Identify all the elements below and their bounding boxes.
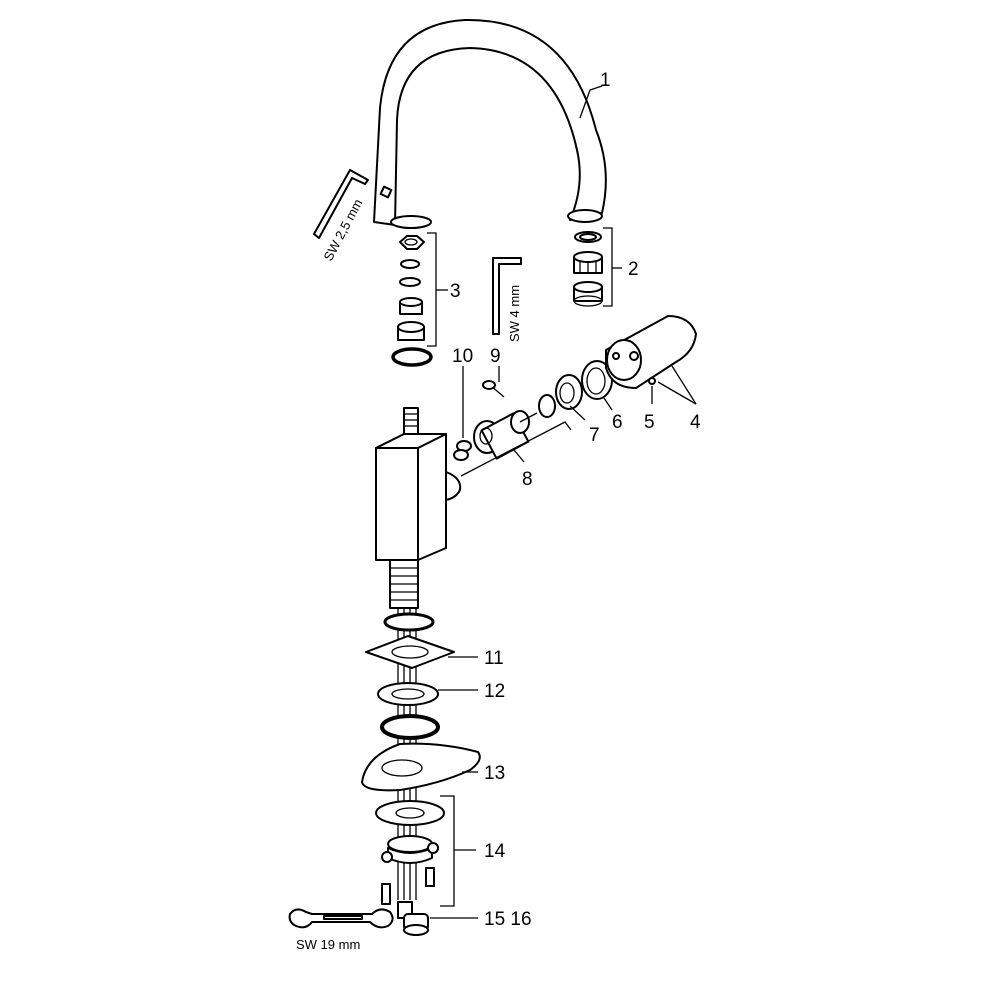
label-6: 6 bbox=[612, 412, 623, 433]
label-11: 11 bbox=[484, 648, 504, 669]
hex-key-large-icon bbox=[492, 257, 522, 335]
label-8: 8 bbox=[522, 469, 533, 490]
label-14: 14 bbox=[484, 841, 506, 862]
label-10: 10 bbox=[452, 346, 473, 367]
label-5: 5 bbox=[644, 412, 655, 433]
label-4: 4 bbox=[690, 412, 701, 433]
wrench-icon bbox=[288, 908, 394, 929]
bracket-part-13 bbox=[361, 742, 481, 792]
o-ring-upper bbox=[383, 612, 435, 632]
hex-key-small-label: SW 2,5 mm bbox=[320, 196, 365, 263]
label-7: 7 bbox=[589, 425, 600, 446]
washer-part-12 bbox=[377, 682, 439, 706]
bottom-nuts-part-15-16 bbox=[397, 901, 429, 936]
plate-part-11 bbox=[365, 635, 455, 669]
label-12: 12 bbox=[484, 681, 505, 702]
valve-body bbox=[375, 407, 462, 609]
label-9: 9 bbox=[490, 346, 501, 367]
leader-lines bbox=[427, 85, 697, 919]
label-3: 3 bbox=[450, 281, 461, 302]
o-ring-lower bbox=[380, 714, 440, 740]
outlet-fittings-part-2 bbox=[573, 231, 603, 307]
ring-part-6 bbox=[581, 360, 613, 400]
set-screw-spout bbox=[379, 185, 393, 199]
part-number-labels: 1 2 3 10 9 4 5 6 7 8 11 12 13 14 15 16 bbox=[450, 70, 701, 930]
label-15-16: 15 16 bbox=[484, 909, 532, 930]
handle-part-4 bbox=[605, 315, 697, 389]
wrench-label: SW 19 mm bbox=[296, 937, 360, 952]
adapter-stack-part-3 bbox=[391, 235, 433, 367]
label-13: 13 bbox=[484, 763, 505, 784]
o-rings-part-10 bbox=[453, 440, 472, 461]
screw-part-9 bbox=[482, 380, 505, 398]
fixing-set-part-14 bbox=[375, 800, 445, 905]
spout-part-1 bbox=[373, 18, 607, 229]
hex-key-large-label: SW 4 mm bbox=[507, 285, 522, 342]
nut-part-7 bbox=[538, 374, 583, 418]
label-1: 1 bbox=[600, 70, 611, 91]
cartridge-part-8 bbox=[473, 410, 538, 460]
hex-key-small-icon bbox=[313, 169, 369, 239]
label-2: 2 bbox=[628, 259, 639, 280]
ball-part-5 bbox=[648, 377, 656, 385]
